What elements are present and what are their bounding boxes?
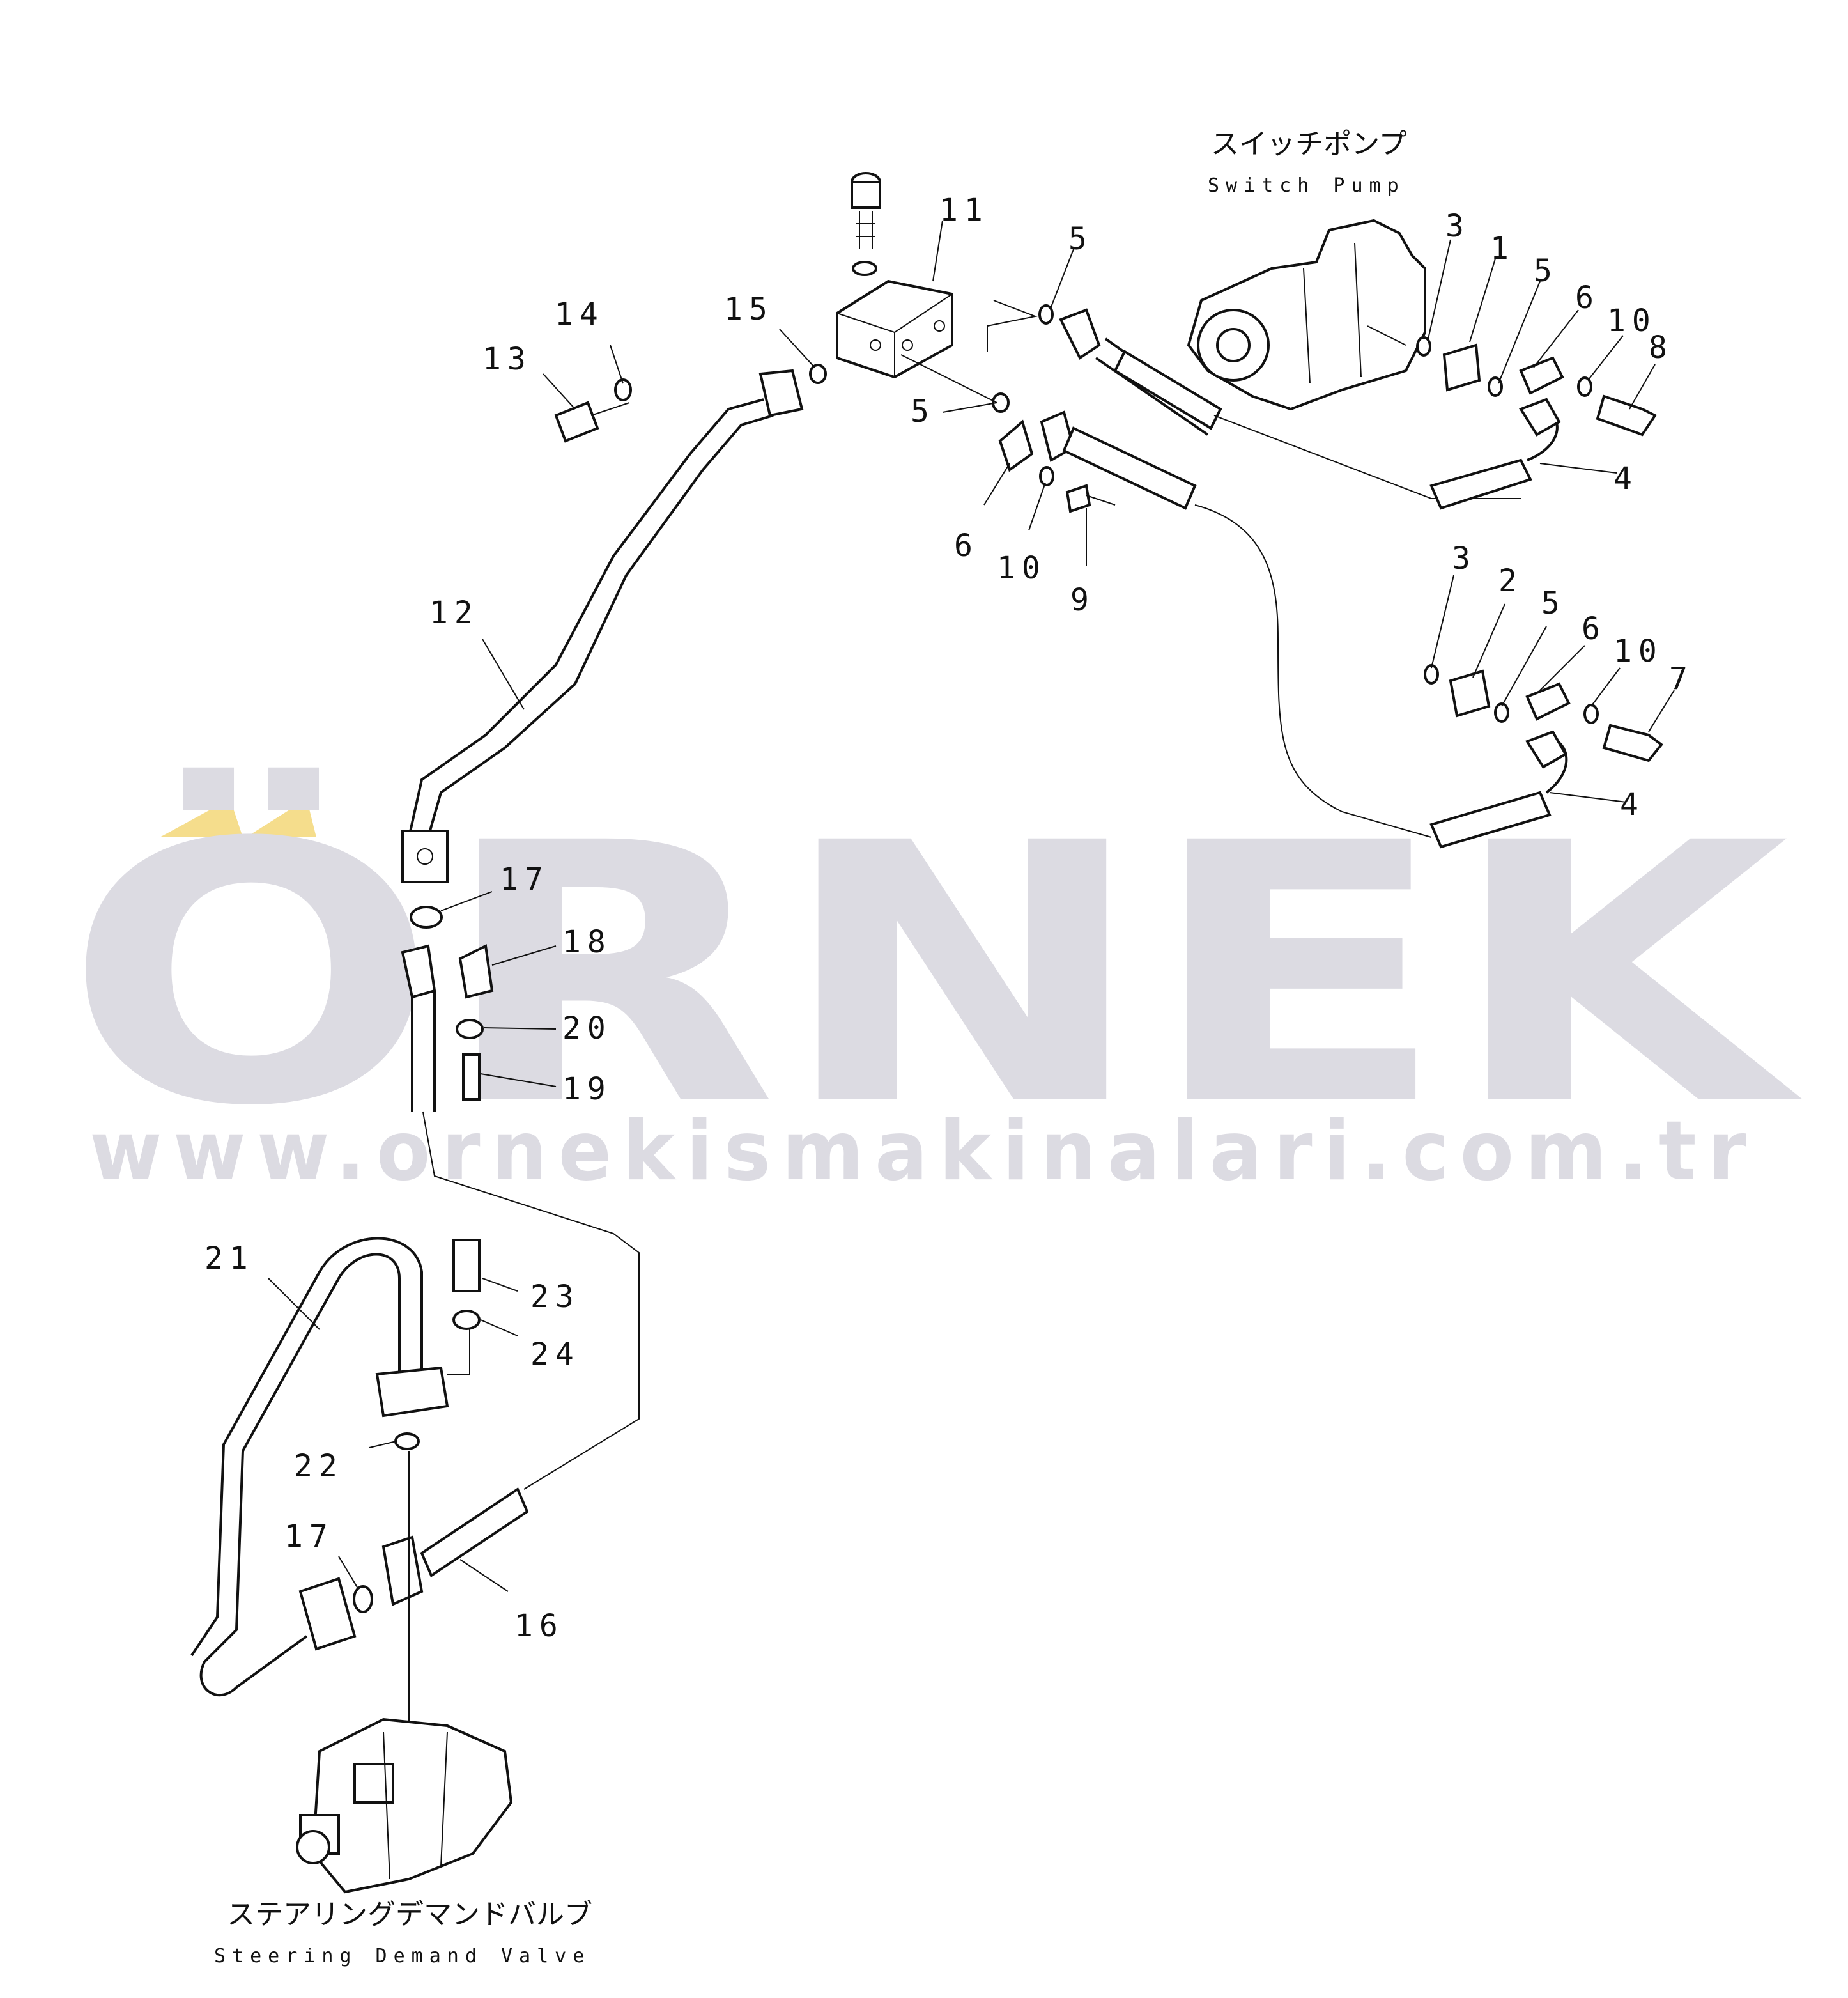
hose-assembly-upper [1040,308,1568,849]
callout-6: 6 [1575,280,1600,316]
callout-4: 4 [1620,787,1645,823]
callout-22: 22 [294,1448,344,1484]
leader-lines [268,220,1675,1592]
hose-mid [401,944,640,1490]
callout-12: 12 [429,595,479,631]
watermark-url: www.ornekismakinalari.com.tr [89,1104,1757,1199]
callout-16: 16 [514,1608,564,1644]
callout-6: 6 [1582,611,1606,647]
callout-10: 10 [997,550,1047,586]
hardware [353,304,1663,1613]
callout-1: 1 [1490,231,1515,267]
hose-16 [381,1451,529,1726]
callout-3: 3 [1452,541,1477,577]
steering-demand-valve [296,1717,513,1894]
callout-13: 13 [482,341,532,377]
callout-9: 9 [1070,582,1095,618]
watermark-umlaut-left [160,799,243,837]
steering-valve-caption-jp: ステアリングデマンドバルブ [227,1898,592,1931]
watermark-brand: ÖRNEK [64,764,1806,1184]
callout-5: 5 [911,394,936,430]
switch-pump [1187,219,1426,411]
callout-14: 14 [555,297,604,332]
callout-5: 5 [1068,221,1093,257]
callout-4: 4 [1613,461,1638,497]
callout-20: 20 [562,1011,612,1046]
watermark: ÖRNEK www.ornekismakinalari.com.tr [64,764,1806,1199]
pipe-12 [401,369,804,883]
steering-valve-caption-en: Steering Demand Valve [214,1945,590,1967]
callout-24: 24 [530,1336,580,1372]
callout-17: 17 [500,862,550,897]
callout-19: 19 [562,1071,612,1107]
callout-18: 18 [562,924,612,960]
callout-17: 17 [284,1519,334,1554]
callout-7: 7 [1669,661,1694,697]
callout-11: 11 [939,192,989,228]
callout-15: 15 [724,291,774,327]
watermark-umlaut-right [246,799,316,837]
callout-3: 3 [1445,208,1470,244]
callout-8: 8 [1649,330,1674,366]
pipe-21 [190,1237,449,1697]
switch-pump-caption-en: Switch Pump [1208,174,1405,197]
callout-5: 5 [1534,253,1559,289]
callout-6: 6 [954,528,979,564]
callout-2: 2 [1498,563,1523,599]
callout-10: 10 [1607,303,1657,339]
callout-10: 10 [1613,633,1663,669]
callouts: 11 5 3 1 5 6 10 8 14 15 13 5 4 6 10 9 3 … [204,192,1694,1644]
callout-21: 21 [204,1241,254,1276]
block-11 [836,172,953,379]
callout-5: 5 [1541,585,1566,621]
callout-23: 23 [530,1279,580,1315]
switch-pump-caption-jp: スイッチポンプ [1211,128,1407,160]
